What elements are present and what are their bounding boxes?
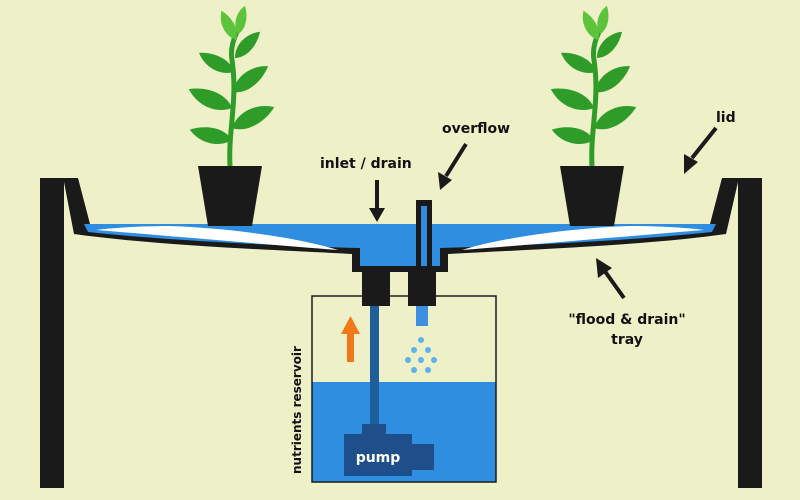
potted-plant-icon — [547, 4, 640, 226]
orange-up-arrow — [341, 316, 360, 362]
arrow-overflow — [438, 142, 468, 190]
reservoir-box — [311, 295, 497, 483]
label-inlet-drain: inlet / drain — [320, 156, 412, 172]
inlet-fitting — [362, 266, 390, 306]
label-pump: pump — [356, 450, 401, 466]
label-reservoir: nutrients reservoir — [290, 346, 304, 474]
label-lid: lid — [716, 110, 736, 126]
arrow-lid — [684, 126, 718, 174]
right-leg — [738, 178, 762, 488]
tray-floor-left — [96, 226, 338, 250]
overflow-standpipe-inner — [421, 206, 427, 268]
pump — [344, 424, 434, 476]
overflow-fitting — [408, 266, 436, 306]
left-leg — [40, 178, 64, 488]
label-tray-line2: tray — [611, 332, 643, 348]
tray-floor-right — [462, 226, 704, 250]
arrow-tray — [596, 258, 626, 300]
potted-plant-icon — [185, 4, 278, 226]
overflow-outlet — [416, 306, 428, 326]
arrow-inlet-drain — [369, 180, 385, 222]
label-tray-line1: "flood & drain" — [568, 312, 685, 328]
label-overflow: overflow — [442, 121, 510, 137]
water-droplets — [405, 337, 437, 373]
inlet-pipe — [370, 306, 379, 434]
